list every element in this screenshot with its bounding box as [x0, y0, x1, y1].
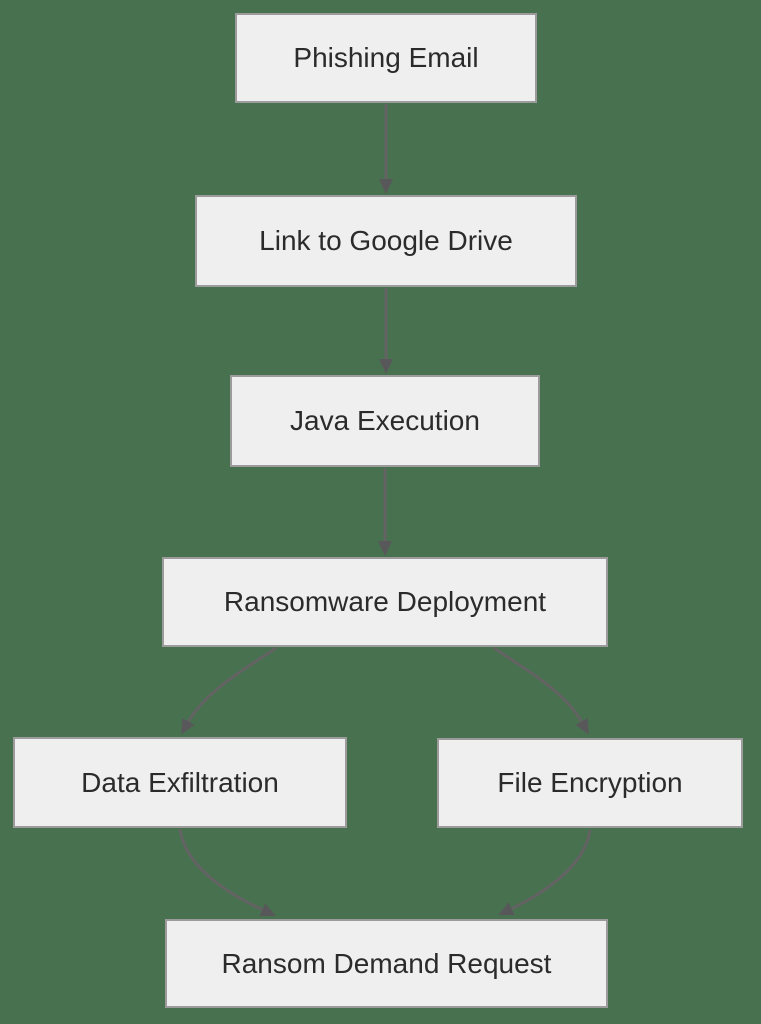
node-file-encryption: File Encryption — [437, 738, 743, 828]
edge-ransomware-to-exfiltration — [181, 646, 277, 735]
node-java-execution: Java Execution — [230, 375, 540, 467]
node-label: File Encryption — [497, 767, 683, 799]
node-label: Ransomware Deployment — [223, 586, 547, 618]
node-link-to-google-drive: Link to Google Drive — [195, 195, 577, 287]
node-ransom-demand-request: Ransom Demand Request — [165, 919, 608, 1008]
node-label: Link to Google Drive — [259, 225, 513, 257]
node-data-exfiltration: Data Exfiltration — [13, 737, 347, 828]
node-phishing-email: Phishing Email — [235, 13, 537, 103]
edge-exfiltration-to-ransom — [178, 828, 276, 917]
edge-encryption-to-ransom — [498, 829, 592, 916]
node-label: Phishing Email — [293, 42, 479, 74]
node-label: Data Exfiltration — [81, 766, 279, 798]
node-label: Ransom Demand Request — [221, 947, 552, 979]
edge-ransomware-to-encryption — [493, 646, 589, 735]
node-label: Java Execution — [290, 405, 480, 437]
node-ransomware-deployment: Ransomware Deployment — [162, 557, 608, 647]
